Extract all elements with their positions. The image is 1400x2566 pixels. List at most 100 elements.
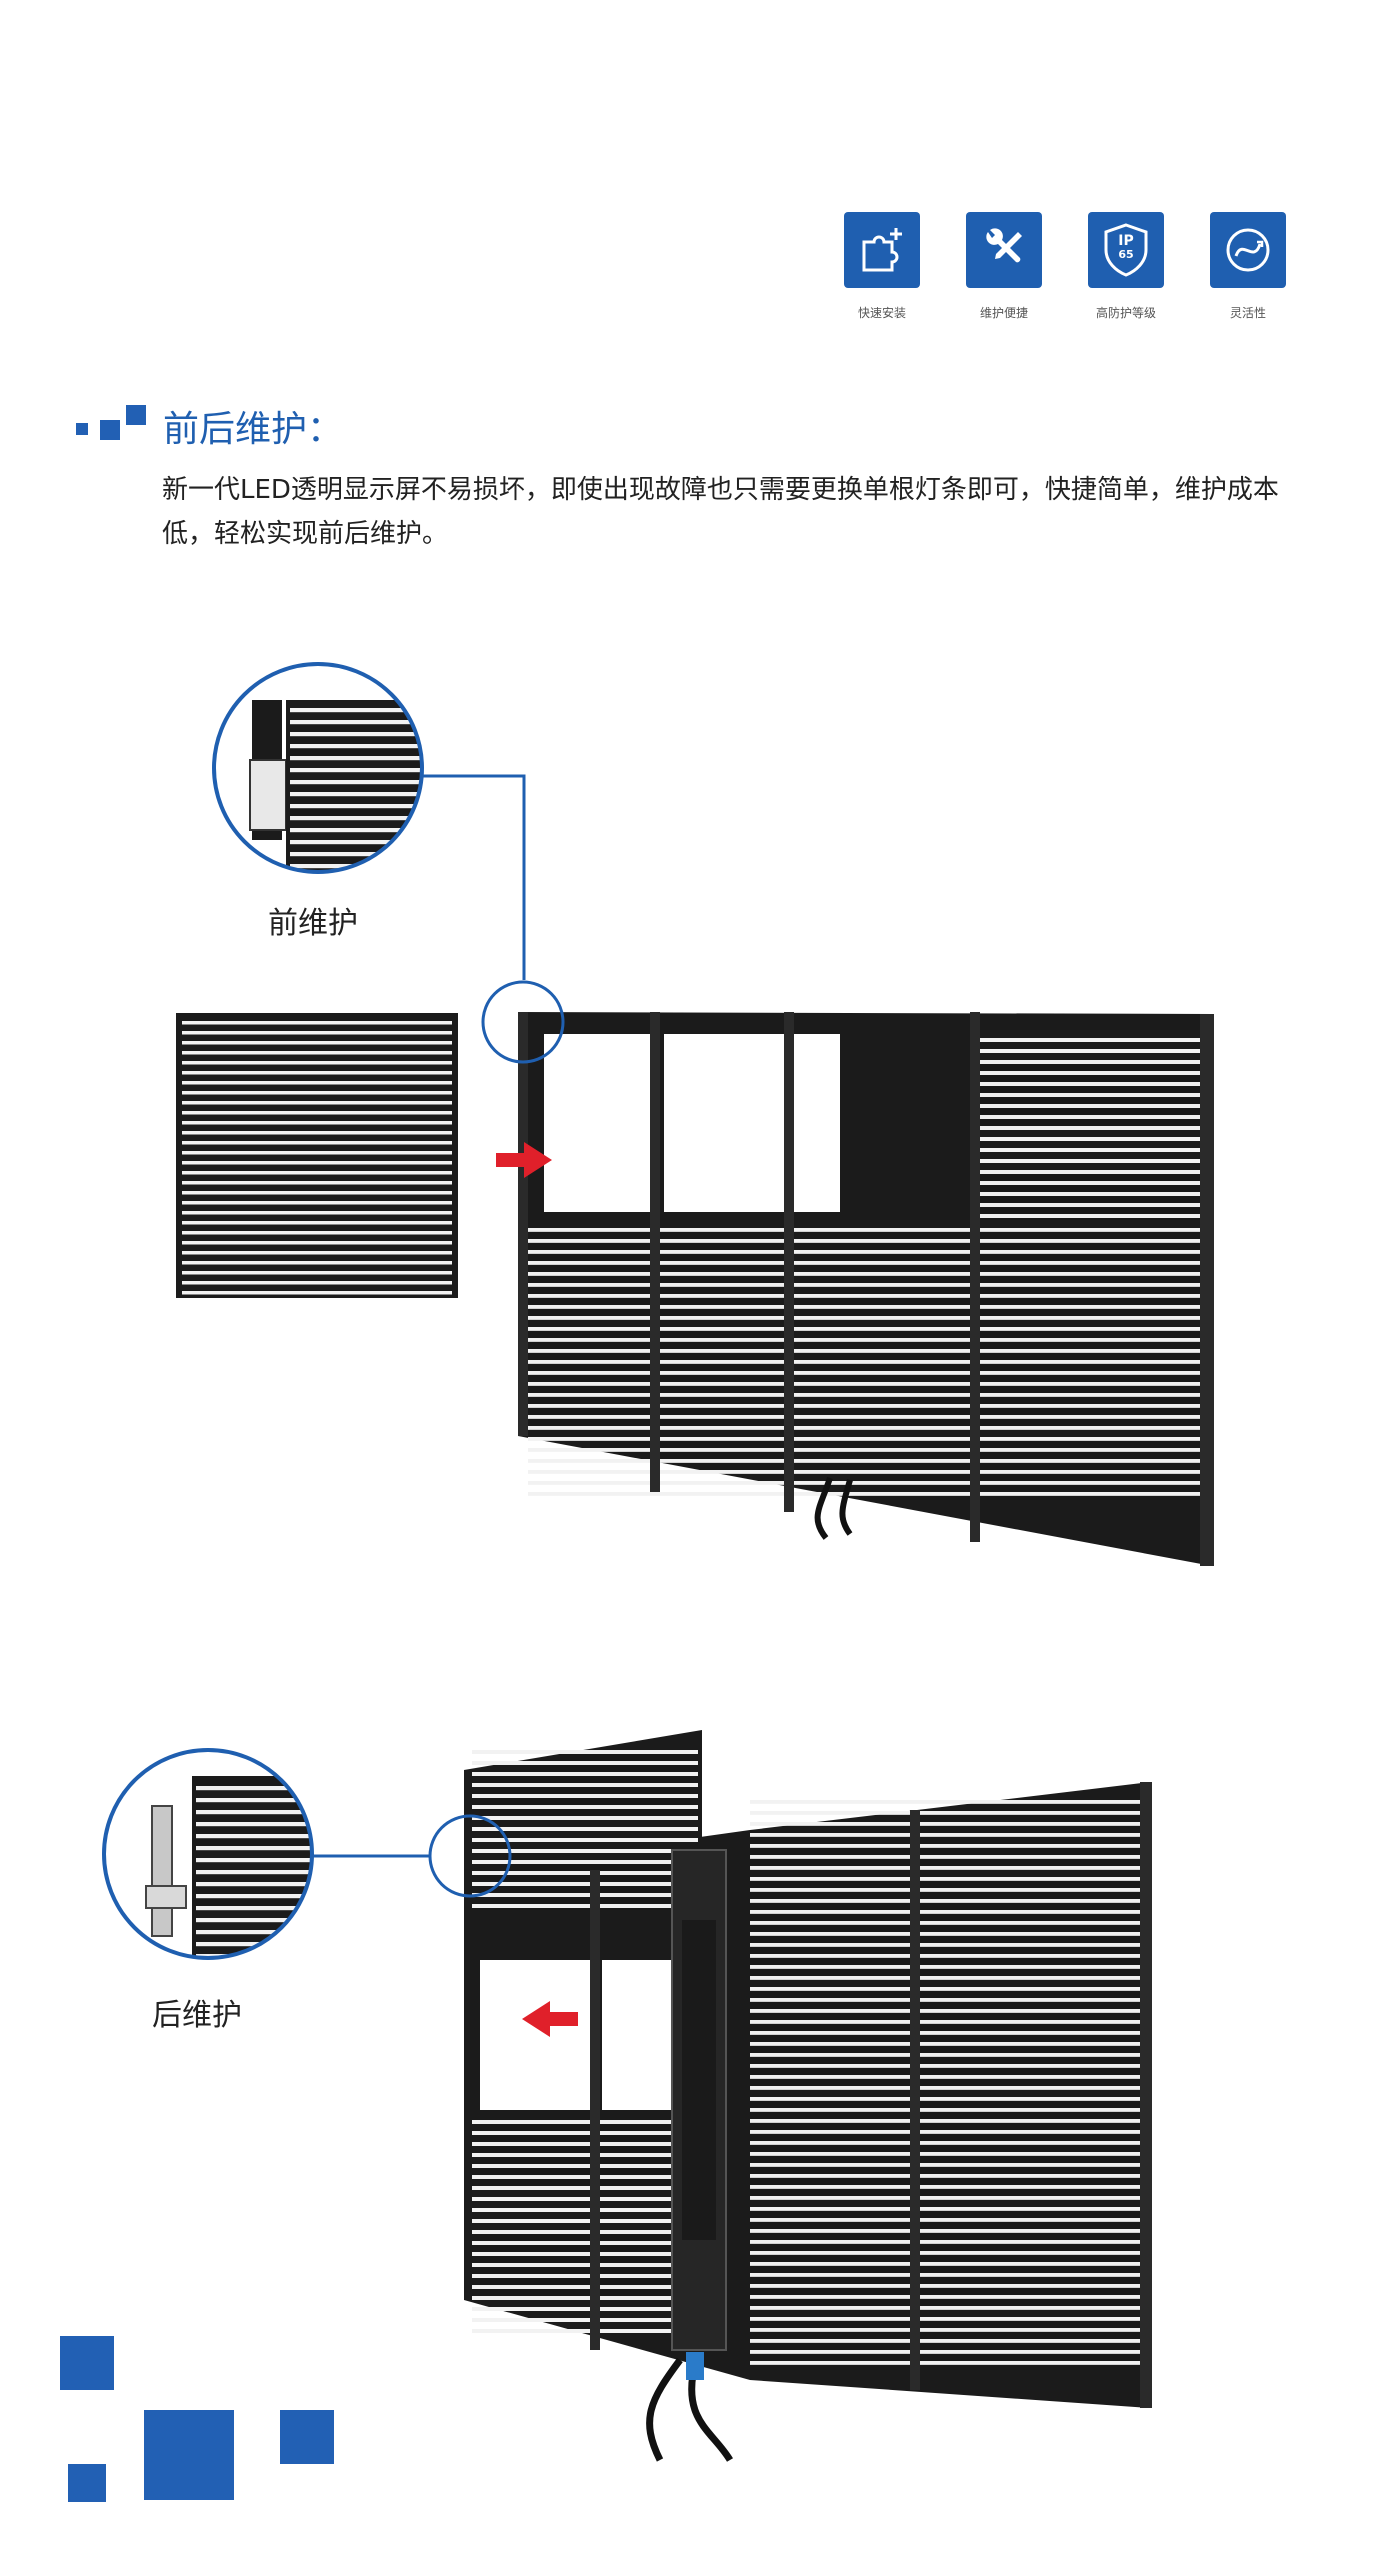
led-strip-gap: [750, 2339, 1140, 2343]
led-strip-gap: [182, 1171, 452, 1175]
insert-arrow-icon: [496, 1142, 552, 1178]
led-strip-gap: [182, 1161, 452, 1165]
led-strip-gap: [750, 2141, 1140, 2145]
led-strip-gap: [196, 1858, 312, 1863]
ip-badge-bottom: 65: [1118, 248, 1134, 261]
led-strip-gap: [472, 2219, 672, 2223]
led-strip-gap: [750, 2240, 1140, 2244]
led-strip-gap: [196, 1906, 312, 1911]
led-strip-gap: [472, 2296, 672, 2300]
led-strip-gap: [528, 1272, 1200, 1276]
led-strip-gap: [750, 1987, 1140, 1991]
led-strip-gap: [980, 1203, 1200, 1207]
led-strip-gap: [182, 1291, 452, 1295]
led-strip-gap: [750, 2317, 1140, 2321]
led-strip-gap: [528, 1470, 1200, 1474]
feature-quick-install: 快速安装: [822, 212, 942, 321]
led-strip-gap: [472, 1816, 698, 1820]
led-strip-gap: [472, 2241, 672, 2245]
led-strip-gap: [750, 2075, 1140, 2079]
led-strip-gap: [528, 1305, 1200, 1309]
led-strip-gap: [472, 1761, 698, 1765]
led-strip-gap: [196, 1870, 312, 1875]
led-strip-gap: [472, 1772, 698, 1776]
led-strip-gap: [528, 1294, 1200, 1298]
led-strip-gap: [182, 1081, 452, 1085]
led-strip-gap: [182, 1251, 452, 1255]
led-strip-gap: [196, 1798, 312, 1803]
led-strip-gap: [750, 1943, 1140, 1947]
led-strip-gap: [750, 1800, 1140, 1804]
led-strip-gap: [528, 1349, 1200, 1353]
led-strip-gap: [750, 2053, 1140, 2057]
led-strip-gap: [196, 1822, 312, 1827]
led-strip-gap: [528, 1426, 1200, 1430]
led-strip-gap: [980, 1159, 1200, 1163]
front-maintenance-caption: 前维护: [268, 906, 358, 941]
led-strip-gap: [750, 2163, 1140, 2167]
led-strip-gap: [980, 1170, 1200, 1174]
feature-ip65: IP 65 高防护等级: [1066, 212, 1186, 321]
led-strip-gap: [472, 2197, 672, 2201]
led-strip-gap: [182, 1021, 452, 1025]
led-strip-gap: [472, 1827, 698, 1831]
led-strip-gap: [750, 1910, 1140, 1914]
puzzle-plus-icon: [844, 212, 920, 288]
led-strip-gap: [182, 1281, 452, 1285]
led-strip-gap: [528, 1283, 1200, 1287]
feature-flexibility: 灵活性: [1188, 212, 1308, 321]
front-zoom-callout: [212, 662, 565, 1064]
led-strip-gap: [182, 1261, 452, 1265]
deco-square: [280, 2410, 334, 2464]
led-strip-gap: [750, 2064, 1140, 2068]
led-strip-gap: [182, 1041, 452, 1045]
led-strip-gap: [472, 2175, 672, 2179]
led-strip-gap: [472, 2263, 672, 2267]
led-strip-gap: [980, 1071, 1200, 1075]
led-strip-gap: [182, 1111, 452, 1115]
led-strip-gap: [182, 1101, 452, 1105]
led-strip-gap: [472, 2208, 672, 2212]
led-strip-gap: [528, 1371, 1200, 1375]
led-strip-gap: [290, 804, 422, 809]
feature-label: 灵活性: [1229, 306, 1266, 320]
led-strip-gap: [196, 1846, 312, 1851]
led-strip-gap: [750, 1899, 1140, 1903]
led-strip-gap: [472, 1750, 698, 1754]
led-strip-gap: [980, 1082, 1200, 1086]
led-strip-gap: [750, 2174, 1140, 2178]
led-strip-gap: [750, 1965, 1140, 1969]
led-strip-gap: [528, 1481, 1200, 1485]
led-strip-gap: [196, 1882, 312, 1887]
feature-label: 维护便捷: [979, 306, 1028, 320]
led-strip-gap: [750, 1976, 1140, 1980]
led-strip-gap: [750, 2350, 1140, 2354]
led-strip-gap: [980, 1104, 1200, 1108]
led-strip-gap: [528, 1228, 1200, 1232]
led-strip-gap: [528, 1250, 1200, 1254]
led-strip-gap: [528, 1448, 1200, 1452]
led-strip-gap: [472, 1882, 698, 1886]
led-strip-gap: [472, 2252, 672, 2256]
led-strip-gap: [750, 2042, 1140, 2046]
led-strip-gap: [472, 1805, 698, 1809]
led-strip-gap: [750, 1888, 1140, 1892]
led-strip-gap: [528, 1415, 1200, 1419]
led-strip-gap: [290, 828, 422, 833]
led-strip-gap: [750, 2361, 1140, 2365]
led-strip-gap: [290, 732, 422, 737]
led-strip-gap: [750, 1855, 1140, 1859]
led-strip-gap: [472, 2329, 672, 2333]
led-strip-gap: [528, 1360, 1200, 1364]
led-strip-gap: [472, 1871, 698, 1875]
led-strip-gap: [290, 756, 422, 761]
led-strip-gap: [980, 1148, 1200, 1152]
led-strip-gap: [980, 1093, 1200, 1097]
led-strip-gap: [196, 1942, 312, 1947]
led-strip-gap: [750, 2119, 1140, 2123]
led-strip-gap: [750, 2031, 1140, 2035]
led-strip-gap: [182, 1231, 452, 1235]
led-strip-gap: [528, 1492, 1200, 1496]
led-strip-gap: [472, 1893, 698, 1897]
remove-arrow-icon: [522, 2001, 578, 2037]
